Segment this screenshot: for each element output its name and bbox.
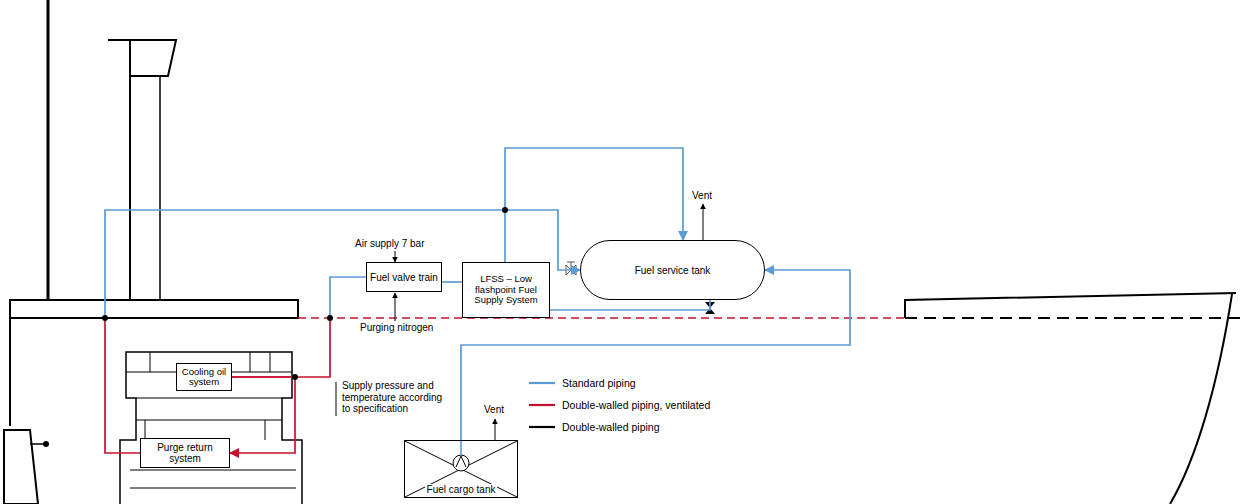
legend-text: Standard piping [562,377,636,389]
legend-sample [528,400,556,410]
node-label: Fuel service tank [635,265,711,276]
node-label: Fuel valve train [370,272,438,283]
shaft-line [30,443,44,445]
pipe-segment [105,318,140,453]
valve-stem [567,262,575,270]
tank-box: Fuel cargo tank [404,440,518,498]
legend-row: Double-walled piping, ventilated [528,394,710,416]
legend-text: Double-walled piping [562,421,659,433]
node-label: Fuel cargo tank [425,484,498,495]
junction-dot [102,315,108,321]
annotation-label: Vent [484,404,504,416]
pipe-connector [232,277,366,377]
junction-dot [502,207,508,213]
pump-symbol [453,455,469,471]
tank-cross [405,441,517,497]
legend-row: Standard piping [528,372,710,394]
process-box: Purge return system [140,438,230,468]
legend-line [529,426,555,428]
node-label: Purge return system [144,442,226,464]
propeller-hub [43,441,49,447]
pipe-segment [105,210,580,318]
engine-outline [120,352,302,504]
junction-dot [327,315,333,321]
vent-arrow [703,204,704,240]
stern-hull [9,318,11,426]
bracket-line [336,382,337,416]
node-label: LFSS – Low flashpoint Fuel Supply System [466,274,546,305]
pipe-connector [230,377,295,453]
nitrogen-arrow [395,293,396,321]
vent-arrow [495,419,496,440]
forward-deck-line [905,317,1240,319]
forecastle-deck [905,293,1236,318]
legend-row: Double-walled piping [528,416,710,438]
legend-text: Double-walled piping, ventilated [562,399,710,411]
annotation-label: Vent [692,190,712,202]
funnel-line [159,76,161,300]
bow-stem [1170,294,1232,504]
suction-pipe [460,441,462,455]
pipe-segment [330,277,366,318]
annotation-label: Purging nitrogen [358,322,435,334]
legend-line [529,382,555,384]
rudder [4,430,38,504]
process-box: LFSS – Low flashpoint Fuel Supply System [462,262,550,318]
junction-dots [102,207,508,380]
process-box: Cooling oil system [176,363,232,391]
pipe-segment [442,281,462,283]
pipe-connector [442,282,462,283]
pump-symbol [456,456,466,467]
junction-dot [292,374,298,380]
node-label: Cooling oil system [180,367,228,388]
annotation-label: Air supply 7 bar [355,238,424,250]
aft-deck-plate [10,300,298,318]
superstructure-line [47,0,50,300]
ventilated-deck-duct [298,317,905,319]
process-box: Fuel valve train [366,262,442,292]
funnel-line [129,40,131,300]
tank-capsule: Fuel service tank [580,240,765,300]
legend-line [529,404,555,406]
air-supply-arrow [395,251,396,262]
annotation-label: Supply pressure and temperature accordin… [342,380,452,415]
legend: Standard pipingDouble-walled piping, ven… [528,372,710,438]
funnel-top [108,40,176,76]
legend-sample [528,378,556,388]
engine-detail [126,352,296,488]
pipe-segment [232,318,330,377]
pipe-segment [230,377,295,453]
legend-sample [528,422,556,432]
pipe-connector [105,210,580,453]
pipe-connector [550,300,710,310]
pipe-segment [550,300,710,310]
